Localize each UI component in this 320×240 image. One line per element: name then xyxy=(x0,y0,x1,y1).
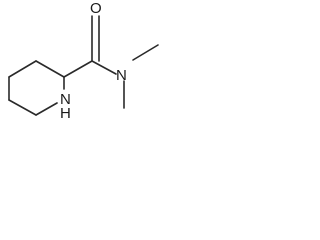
ring-nitrogen-label: N xyxy=(60,91,71,108)
chemical-structure-diagram: O N N H xyxy=(8,0,159,122)
ring-bond xyxy=(35,102,58,116)
structure-canvas: O N N H xyxy=(0,0,182,134)
ring-bond xyxy=(35,60,65,78)
amide-bond xyxy=(91,60,117,75)
ring-bond xyxy=(63,60,93,78)
oxygen-label: O xyxy=(90,0,102,17)
ring-bond xyxy=(8,60,37,78)
methyl-bond xyxy=(132,44,159,61)
ring-nitrogen-hydrogen-label: H xyxy=(60,105,71,122)
ring-bond xyxy=(8,99,37,116)
amide-nitrogen-label: N xyxy=(116,67,127,84)
